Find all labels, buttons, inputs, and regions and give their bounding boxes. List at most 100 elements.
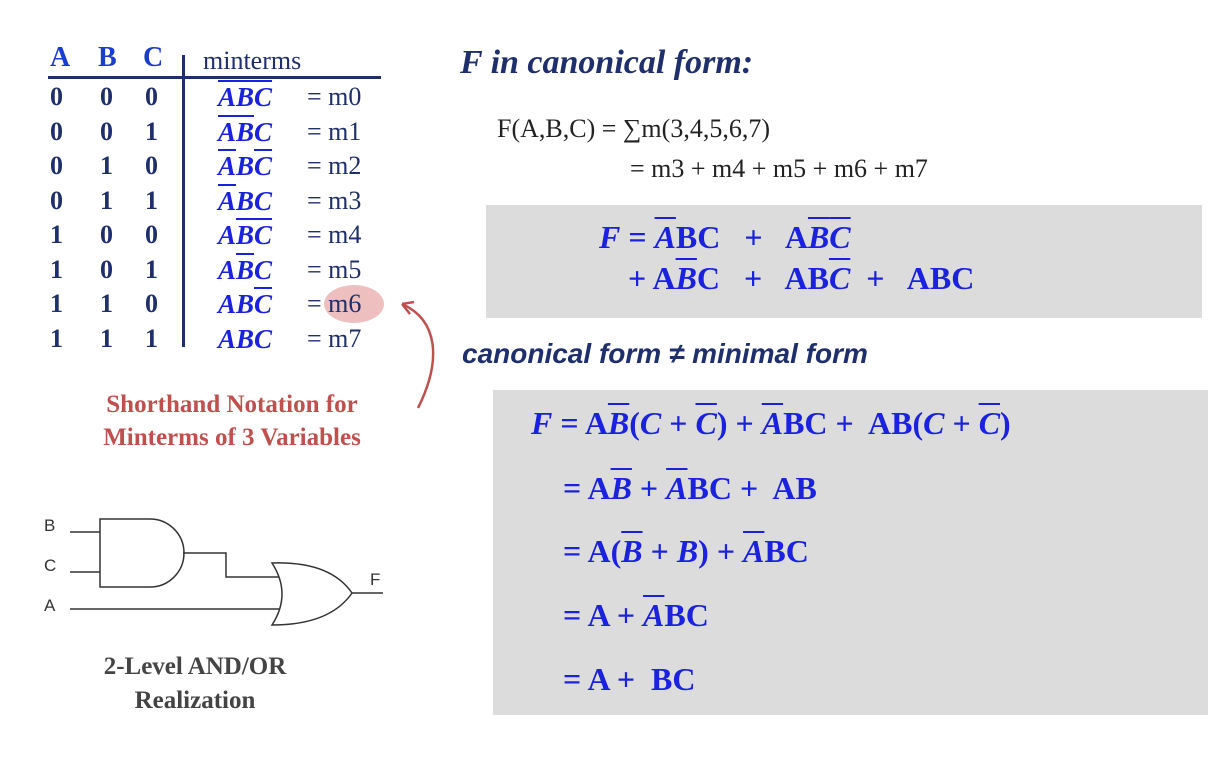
output-f-label: F <box>370 570 380 589</box>
expr-token: + <box>642 533 677 569</box>
minterm-expr: ABC <box>218 255 272 286</box>
expr-token: C <box>254 323 273 354</box>
cell-c: 1 <box>145 116 158 146</box>
table-divider <box>182 55 185 347</box>
expr-token: = A + BC <box>563 661 696 697</box>
complement-literal: A <box>743 533 765 569</box>
cell-a: 0 <box>50 82 63 111</box>
complement-literal: C <box>254 82 273 112</box>
header-c: C <box>143 42 164 73</box>
minimal-title: canonical form ≠ minimal form <box>462 338 868 369</box>
expr-token: B <box>236 289 255 319</box>
cell-c: 1 <box>145 323 158 353</box>
canonical-expr-line1: F = ABC + ABC <box>599 219 851 256</box>
cell-c: 0 <box>145 82 158 111</box>
header-a: A <box>50 42 71 73</box>
expr-token: = A + <box>563 597 644 633</box>
annotation-line1: Shorthand Notation for <box>106 391 358 418</box>
minterm-expr: ABC <box>218 117 272 148</box>
minterm-expr: ABC <box>218 220 272 251</box>
input-b-label: B <box>44 516 55 535</box>
expr-token: BC + A <box>675 219 808 255</box>
minterm-expr: ABC <box>218 186 272 217</box>
cell-b: 1 <box>100 289 113 318</box>
canonical-expr-line2: + ABC + ABC + ABC <box>628 260 974 297</box>
expr-token: + <box>944 405 979 441</box>
minterm-name: = m7 <box>307 323 362 353</box>
cell-a: 0 <box>50 116 63 146</box>
complement-literal: C <box>978 405 1001 441</box>
complement-literal: B <box>675 260 697 296</box>
expr-token: + <box>631 470 667 506</box>
minimal-line-4: = A + ABC <box>563 597 709 634</box>
complement-literal: B <box>807 219 830 255</box>
caption-line2: Realization <box>134 687 256 714</box>
cell-b: 1 <box>100 151 113 180</box>
complement-literal: B <box>236 82 255 112</box>
caption-line1: 2-Level AND/OR <box>103 653 287 680</box>
canonical-title: F in canonical form: <box>460 44 754 81</box>
minterm-expr: ABC <box>218 82 272 113</box>
expr-token: A <box>218 323 237 354</box>
annotation-line2: Minterms of 3 Variables <box>103 424 361 451</box>
expr-token: BC + AB <box>687 470 817 506</box>
complement-literal: C <box>828 260 851 296</box>
and-gate <box>99 518 185 588</box>
complement-literal: B <box>236 254 255 285</box>
cell-a: 1 <box>50 323 63 353</box>
expr-token: B <box>236 151 255 181</box>
expr-token: = A( <box>563 533 622 569</box>
complement-literal: A <box>218 151 237 181</box>
expr-token: BC + AB( <box>783 405 924 441</box>
cell-b: 0 <box>100 220 113 249</box>
annotation-arrow <box>401 300 435 409</box>
minterm-expr: ABC <box>218 324 272 355</box>
complement-literal: C <box>254 220 273 250</box>
table-header-rule <box>48 76 381 79</box>
minimal-box: F = AB(C + C) + ABC + AB(C + C) = AB + A… <box>493 390 1208 715</box>
complement-literal: A <box>666 470 688 506</box>
expr-token: ) + <box>698 533 744 569</box>
expr-token: BC <box>764 533 809 569</box>
minimal-line-2: = AB + ABC + AB <box>563 470 817 507</box>
expr-token: F <box>531 405 553 441</box>
minterm-name: = m3 <box>307 185 362 215</box>
minimal-line-3: = A(B + B) + ABC <box>563 533 809 570</box>
complement-literal: C <box>695 405 717 441</box>
cell-c: 1 <box>145 254 158 284</box>
complement-literal: B <box>621 533 643 569</box>
cell-b: 0 <box>100 116 113 146</box>
canonical-expansion: = m3 + m4 + m5 + m6 + m7 <box>630 154 928 183</box>
cell-b: 0 <box>100 254 113 284</box>
expr-token: C <box>254 185 273 216</box>
complement-literal: C <box>829 219 851 255</box>
expr-token: C <box>923 405 945 441</box>
minterm-name: = m2 <box>307 151 362 180</box>
expr-token: F <box>599 219 621 255</box>
expr-token: A <box>218 220 237 250</box>
expr-token: + A <box>628 260 676 296</box>
cell-a: 1 <box>50 220 63 249</box>
minterm-name: = m0 <box>307 82 362 111</box>
cell-c: 1 <box>145 185 158 215</box>
expr-token: B <box>236 323 255 354</box>
header-b: B <box>98 42 117 73</box>
header-minterms: minterms <box>203 46 302 75</box>
expr-token: C <box>639 405 662 441</box>
expr-token: ) <box>1000 405 1011 441</box>
complement-literal: A <box>218 116 237 147</box>
and-or-circuit: B C A F <box>44 516 383 626</box>
complement-literal: C <box>254 151 273 181</box>
complement-literal: A <box>761 405 784 441</box>
cell-a: 1 <box>50 289 63 318</box>
cell-b: 1 <box>100 323 113 353</box>
shorthand-annotation: Shorthand Notation for Minterms of 3 Var… <box>50 388 414 454</box>
expr-token: = A <box>552 405 608 441</box>
minimal-line-5: = A + BC <box>563 661 696 698</box>
cell-b: 0 <box>100 82 113 111</box>
expr-token: C + AB <box>696 260 829 296</box>
minimal-line-1: F = AB(C + C) + ABC + AB(C + C) <box>531 405 1011 442</box>
minterm-name: = m6 <box>307 289 362 318</box>
cell-c: 0 <box>145 151 158 180</box>
minterm-name: = m4 <box>307 220 362 249</box>
